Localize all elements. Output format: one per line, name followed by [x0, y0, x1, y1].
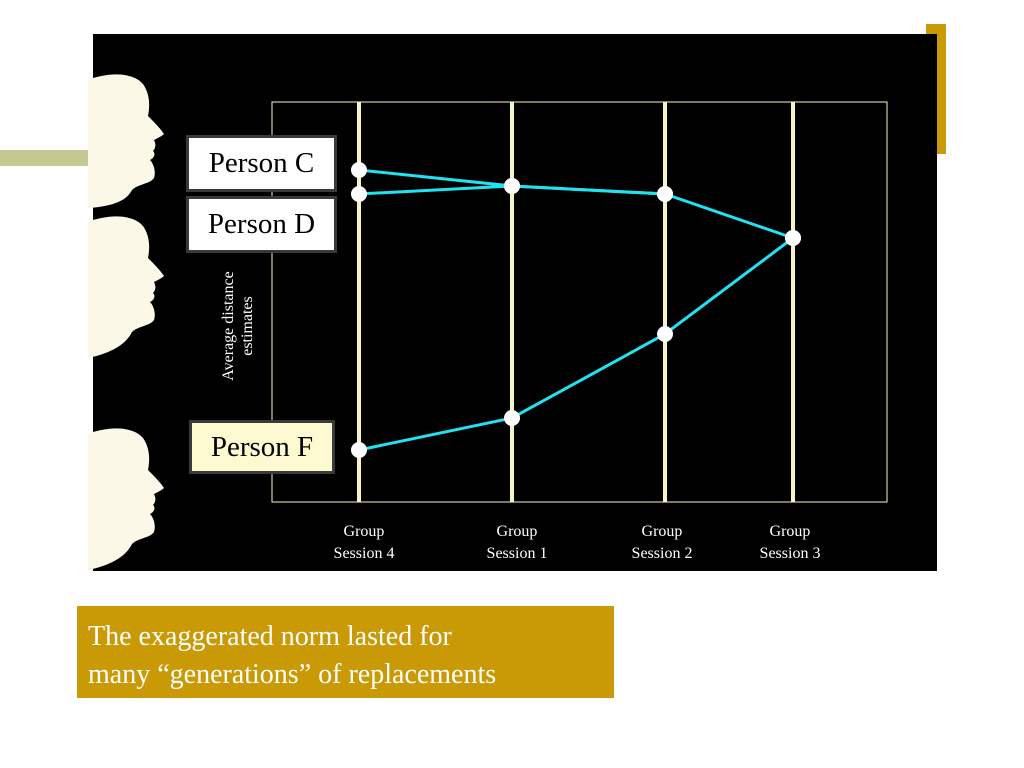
face-silhouette-top-icon [88, 74, 164, 208]
caption-line-2: many “generations” of replacements [88, 659, 497, 690]
person-c-label: Person C [186, 135, 337, 192]
data-point [785, 230, 801, 246]
data-point [351, 162, 367, 178]
series-line [358, 184, 794, 240]
y-axis-label-line-2: estimates [239, 296, 256, 356]
series-line [358, 236, 794, 452]
x-tick-label: Group Session 3 [759, 523, 821, 562]
face-silhouette-bottom-icon [88, 428, 164, 570]
data-point [351, 442, 367, 458]
data-point [351, 186, 367, 202]
person-f-label: Person F [189, 420, 335, 474]
plot-frame [271, 101, 888, 503]
data-point [657, 186, 673, 202]
face-silhouette-middle-icon [88, 216, 164, 358]
caption-line-1: The exaggerated norm lasted for [88, 621, 452, 652]
data-point [657, 326, 673, 342]
person-d-label: Person D [186, 196, 337, 253]
chart-panel [93, 34, 937, 571]
data-point [504, 410, 520, 426]
x-tick-label: Group Session 2 [631, 523, 693, 562]
olive-accent-line [0, 150, 110, 166]
x-tick-label: Group Session 1 [486, 523, 548, 562]
y-axis-label-line-1: Average distance [220, 271, 237, 381]
caption-box: The exaggerated norm lasted for many “ge… [77, 606, 614, 698]
data-point [504, 178, 520, 194]
x-tick-label: Group Session 4 [333, 523, 395, 562]
y-axis-label: Average distance estimates [219, 226, 257, 426]
